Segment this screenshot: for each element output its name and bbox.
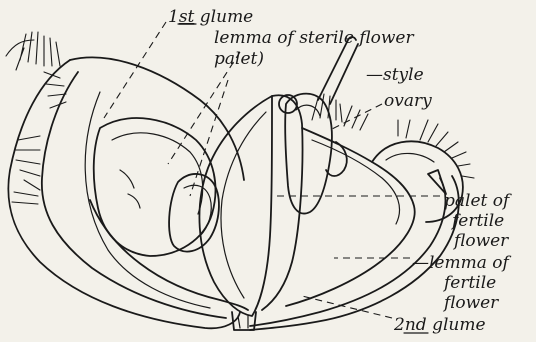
label-ovary: ovary xyxy=(384,91,432,111)
label-lemma-fertile-1: —lemma of xyxy=(412,253,512,273)
label-lemma-fertile-3: flower xyxy=(442,293,499,313)
label-style: —style xyxy=(366,65,424,85)
label-palet-fertile-3: flower xyxy=(452,231,509,251)
label-palet-fertile-2: fertile xyxy=(450,211,504,231)
label-lemma-sterile: lemma of sterile flower xyxy=(214,28,414,48)
label-palet-fertile-1: palet of xyxy=(444,191,512,211)
label-second-glume: 2nd glume xyxy=(393,315,486,335)
label-palet-sterile: palet) xyxy=(214,49,264,69)
label-lemma-fertile-2: fertile xyxy=(442,273,496,293)
